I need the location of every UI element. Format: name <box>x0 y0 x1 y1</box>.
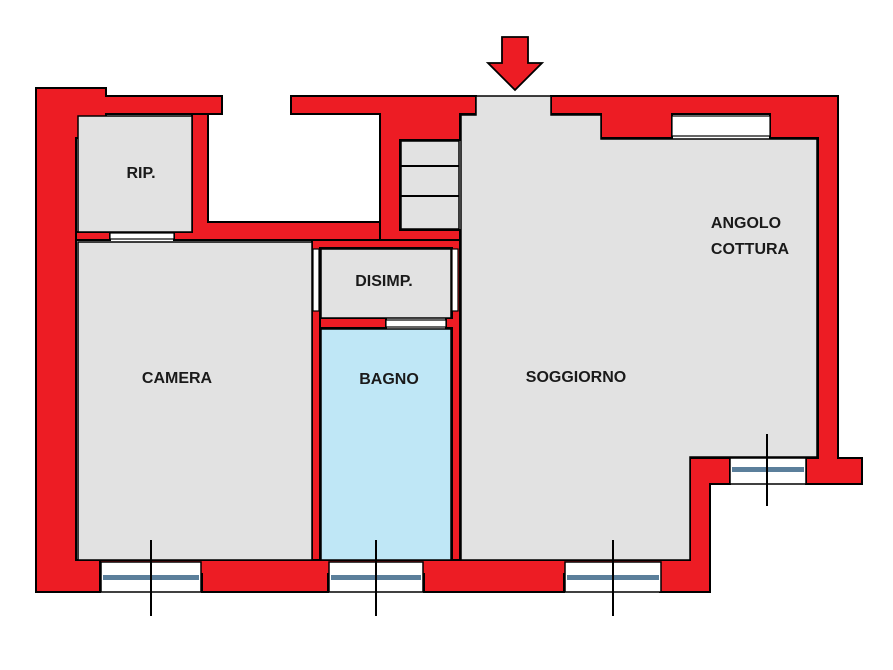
inner-wall-rip-right <box>173 113 381 241</box>
room-label-camera: CAMERA <box>142 370 213 387</box>
room-label-rip: RIP. <box>126 165 155 182</box>
window-bagno <box>328 540 424 616</box>
windows <box>100 434 807 616</box>
room-disimpegno-floor <box>320 248 452 319</box>
door-disimp-soggiorno <box>451 248 459 312</box>
room-soggiorno-floor <box>460 95 818 561</box>
window-soggiorno <box>564 540 662 616</box>
room-label-disimpegno: DISIMP. <box>355 273 413 290</box>
window-angolo-cottura <box>729 434 807 506</box>
window-camera <box>100 540 202 616</box>
floors <box>77 95 818 561</box>
room-label-soggiorno: SOGGIORNO <box>526 369 626 386</box>
room-label-angolo-line1: ANGOLO <box>711 215 781 232</box>
room-rip-floor <box>77 115 193 233</box>
door-openings <box>109 115 771 328</box>
stair-area <box>400 140 460 230</box>
door-rip <box>109 232 175 240</box>
stairs <box>401 165 459 197</box>
door-camera-disimp <box>312 248 320 312</box>
room-bagno-floor <box>320 328 452 561</box>
room-camera-floor <box>77 241 313 561</box>
entrance-arrow-icon <box>485 36 545 92</box>
inner-wall-rip-bottom <box>75 231 111 241</box>
room-label-bagno: BAGNO <box>359 371 419 388</box>
inner-wall-disimp-bagno <box>319 317 387 329</box>
window-kitchen-top <box>671 115 771 137</box>
door-disimp-bagno <box>385 319 447 328</box>
room-label-angolo-line2: COTTURA <box>711 241 790 258</box>
